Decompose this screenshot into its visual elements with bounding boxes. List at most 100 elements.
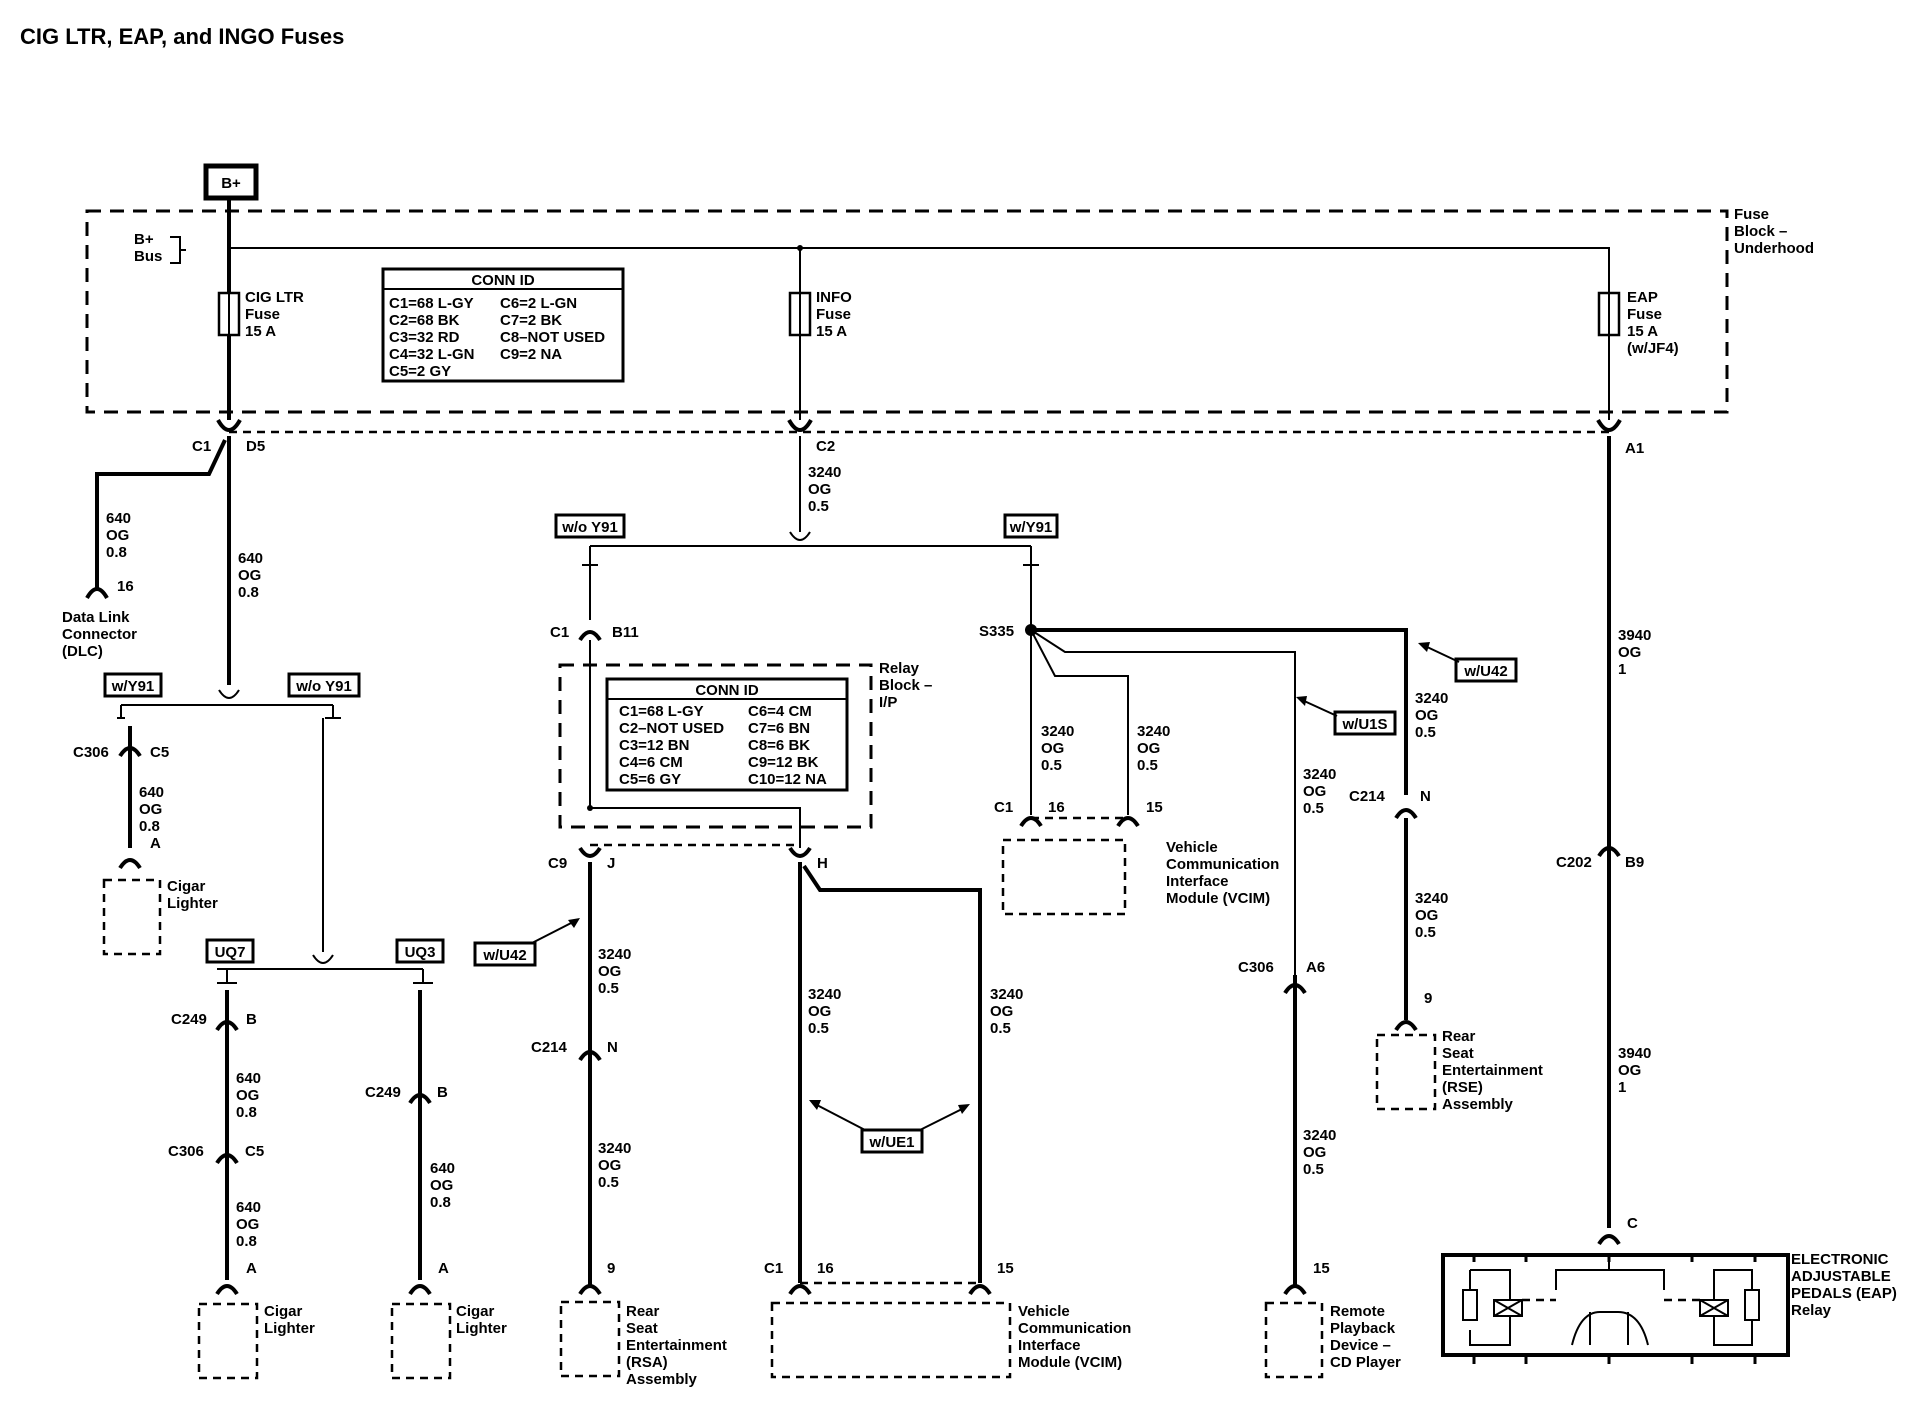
conn-id-cell: C7=6 BN — [748, 720, 810, 737]
wire-num: 640 — [106, 510, 131, 527]
wire-size: 0.5 — [808, 498, 829, 515]
option-box-w-u42-right: w/U42 — [1454, 657, 1518, 683]
wire-640-dlc — [95, 439, 227, 590]
rse-b-assembly — [1375, 1033, 1437, 1111]
conn-id-cell: C10=12 NA — [748, 771, 827, 788]
vcim-label: Module (VCIM) — [1018, 1354, 1122, 1371]
bus-bracket — [170, 236, 186, 264]
option-box-w-y91-left: w/Y91 — [103, 672, 163, 698]
wire-color: OG — [598, 963, 621, 980]
conn-id-cell: C9=12 BK — [748, 754, 819, 771]
wire-num: 3240 — [1137, 723, 1170, 740]
conn-id-cell: C4=6 CM — [619, 754, 683, 771]
eap-relay-connector — [1597, 1234, 1621, 1246]
rse-b-connector — [1394, 1020, 1418, 1032]
option-split-hook — [218, 689, 240, 699]
vcim-lower-connector-16 — [788, 1284, 812, 1296]
option-arrow-u42 — [531, 919, 578, 944]
eap-fuse-option: (w/JF4) — [1627, 340, 1679, 357]
option-label: w/o Y91 — [561, 519, 618, 536]
wire-num: 3240 — [808, 464, 841, 481]
cig-fuse-type: Fuse — [245, 306, 280, 323]
conn-id-cell: C5=2 GY — [389, 363, 451, 380]
wire-size: 0.8 — [106, 544, 127, 561]
arrow-head — [809, 1100, 821, 1110]
dlc-label-3: (DLC) — [62, 643, 103, 660]
conn-label: C249 — [365, 1084, 401, 1101]
conn-id-cell: C2=68 BK — [389, 312, 460, 329]
arrow-head — [1296, 696, 1307, 706]
connector-c1-d5 — [216, 418, 242, 432]
option-box-wo-y91-center: w/o Y91 — [554, 513, 626, 539]
remote-label: Remote — [1330, 1303, 1385, 1320]
conn-id-cell: C6=4 CM — [748, 703, 812, 720]
wire-3240-vcim-upper-15 — [1030, 629, 1129, 815]
cigar-label-2: Lighter — [167, 895, 218, 912]
rse-a-connector — [578, 1284, 602, 1296]
relay-block-internal-wire — [589, 640, 801, 848]
arrow-head — [1418, 642, 1430, 652]
fuse-block-label-3: Underhood — [1734, 240, 1814, 257]
conn-label: H — [817, 855, 828, 872]
wire-size: 0.8 — [236, 1233, 257, 1250]
conn-label: C202 — [1556, 854, 1592, 871]
wire-3240-vcim-lower-15 — [802, 864, 982, 1283]
info-fuse-type: Fuse — [816, 306, 851, 323]
vcim-lower-connector-15 — [968, 1284, 992, 1296]
wire-num: 3240 — [598, 1140, 631, 1157]
option-box-w-u42-left: w/U42 — [473, 941, 537, 967]
wire-num: 3240 — [1303, 766, 1336, 783]
conn-label: A6 — [1306, 959, 1325, 976]
cigar-lighter-3 — [390, 1302, 452, 1380]
vcim-upper-connector-15 — [1116, 816, 1140, 828]
conn-label: B9 — [1625, 854, 1644, 871]
eap-relay-label: ADJUSTABLE — [1791, 1268, 1891, 1285]
connector-c306-c5-uq7 — [215, 1153, 239, 1165]
pin-label: 16 — [117, 578, 134, 595]
connector-c202-b9 — [1597, 846, 1621, 858]
wire-size: 0.8 — [430, 1194, 451, 1211]
info-fuse-name: INFO — [816, 289, 852, 306]
wire-color: OG — [1041, 740, 1064, 757]
wire-size: 0.5 — [1303, 800, 1324, 817]
wire-num: 640 — [236, 1199, 261, 1216]
conn-label: C306 — [1238, 959, 1274, 976]
wire-size: 1 — [1618, 1079, 1626, 1096]
rse-b-label: Assembly — [1442, 1096, 1514, 1113]
option-label: w/UE1 — [868, 1134, 914, 1151]
option-split-hook-uq — [312, 954, 334, 964]
wire-color: OG — [598, 1157, 621, 1174]
wire-num: 3940 — [1618, 1045, 1651, 1062]
vcim-label: Vehicle — [1166, 839, 1218, 856]
vcim-label: Interface — [1166, 873, 1229, 890]
wire-size: 0.5 — [990, 1020, 1011, 1037]
option-label: w/Y91 — [1009, 519, 1053, 536]
arrow-head — [958, 1104, 970, 1114]
conn-label: C214 — [1349, 788, 1386, 805]
wire-color: OG — [1303, 1144, 1326, 1161]
conn-label: B — [246, 1011, 257, 1028]
wire-size: 0.5 — [1303, 1161, 1324, 1178]
connector-c306-c5 — [118, 746, 142, 758]
pin-label: C — [1627, 1215, 1638, 1232]
conn-label: C2 — [816, 438, 835, 455]
wire-color: OG — [1415, 707, 1438, 724]
relay-block-label-2: Block – — [879, 677, 932, 694]
conn-label: C1 — [192, 438, 211, 455]
wire-size: 0.5 — [1415, 724, 1436, 741]
wire-size: 0.8 — [139, 818, 160, 835]
wire-color: OG — [236, 1216, 259, 1233]
option-label: w/Y91 — [111, 678, 155, 695]
wire-size: 1 — [1618, 661, 1626, 678]
rse-a-label: Assembly — [626, 1371, 698, 1388]
wire-color: OG — [238, 567, 261, 584]
wire-size: 0.5 — [1137, 757, 1158, 774]
rse-a-assembly — [559, 1300, 621, 1378]
wire-color: OG — [1137, 740, 1160, 757]
option-split-hook-center — [789, 531, 811, 541]
option-label: w/U1S — [1341, 716, 1387, 733]
wire-3240-remote — [1030, 629, 1296, 975]
option-box-w-y91-center: w/Y91 — [1003, 513, 1059, 539]
conn-id-header: CONN ID — [695, 682, 759, 699]
